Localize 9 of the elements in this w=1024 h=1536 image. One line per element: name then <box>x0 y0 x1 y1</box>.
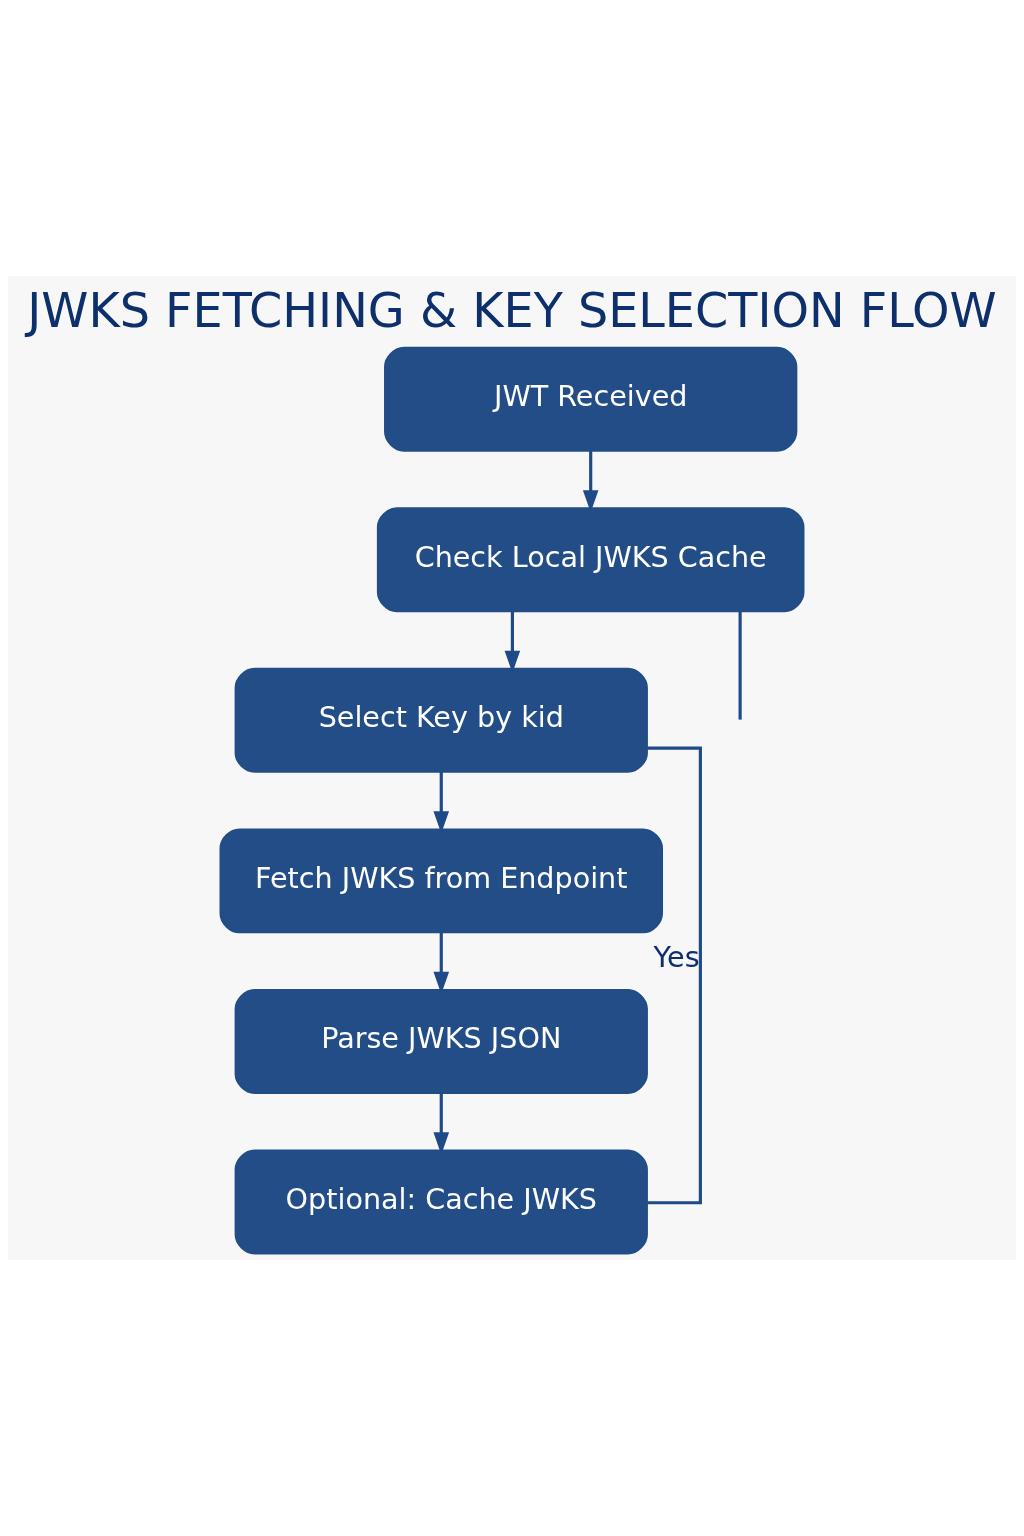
node-box: JWT Received <box>384 346 798 452</box>
connector <box>738 611 742 720</box>
node-box: Fetch JWKS from Endpoint <box>219 828 663 934</box>
node-box: Check Local JWKS Cache <box>376 507 805 613</box>
node-box: Parse JWKS JSON <box>234 988 648 1094</box>
connector <box>647 746 702 1205</box>
node-box: Select Key by kid <box>234 667 648 773</box>
edge-label: Yes <box>653 939 700 974</box>
node-box: Optional: Cache JWKS <box>234 1149 648 1255</box>
